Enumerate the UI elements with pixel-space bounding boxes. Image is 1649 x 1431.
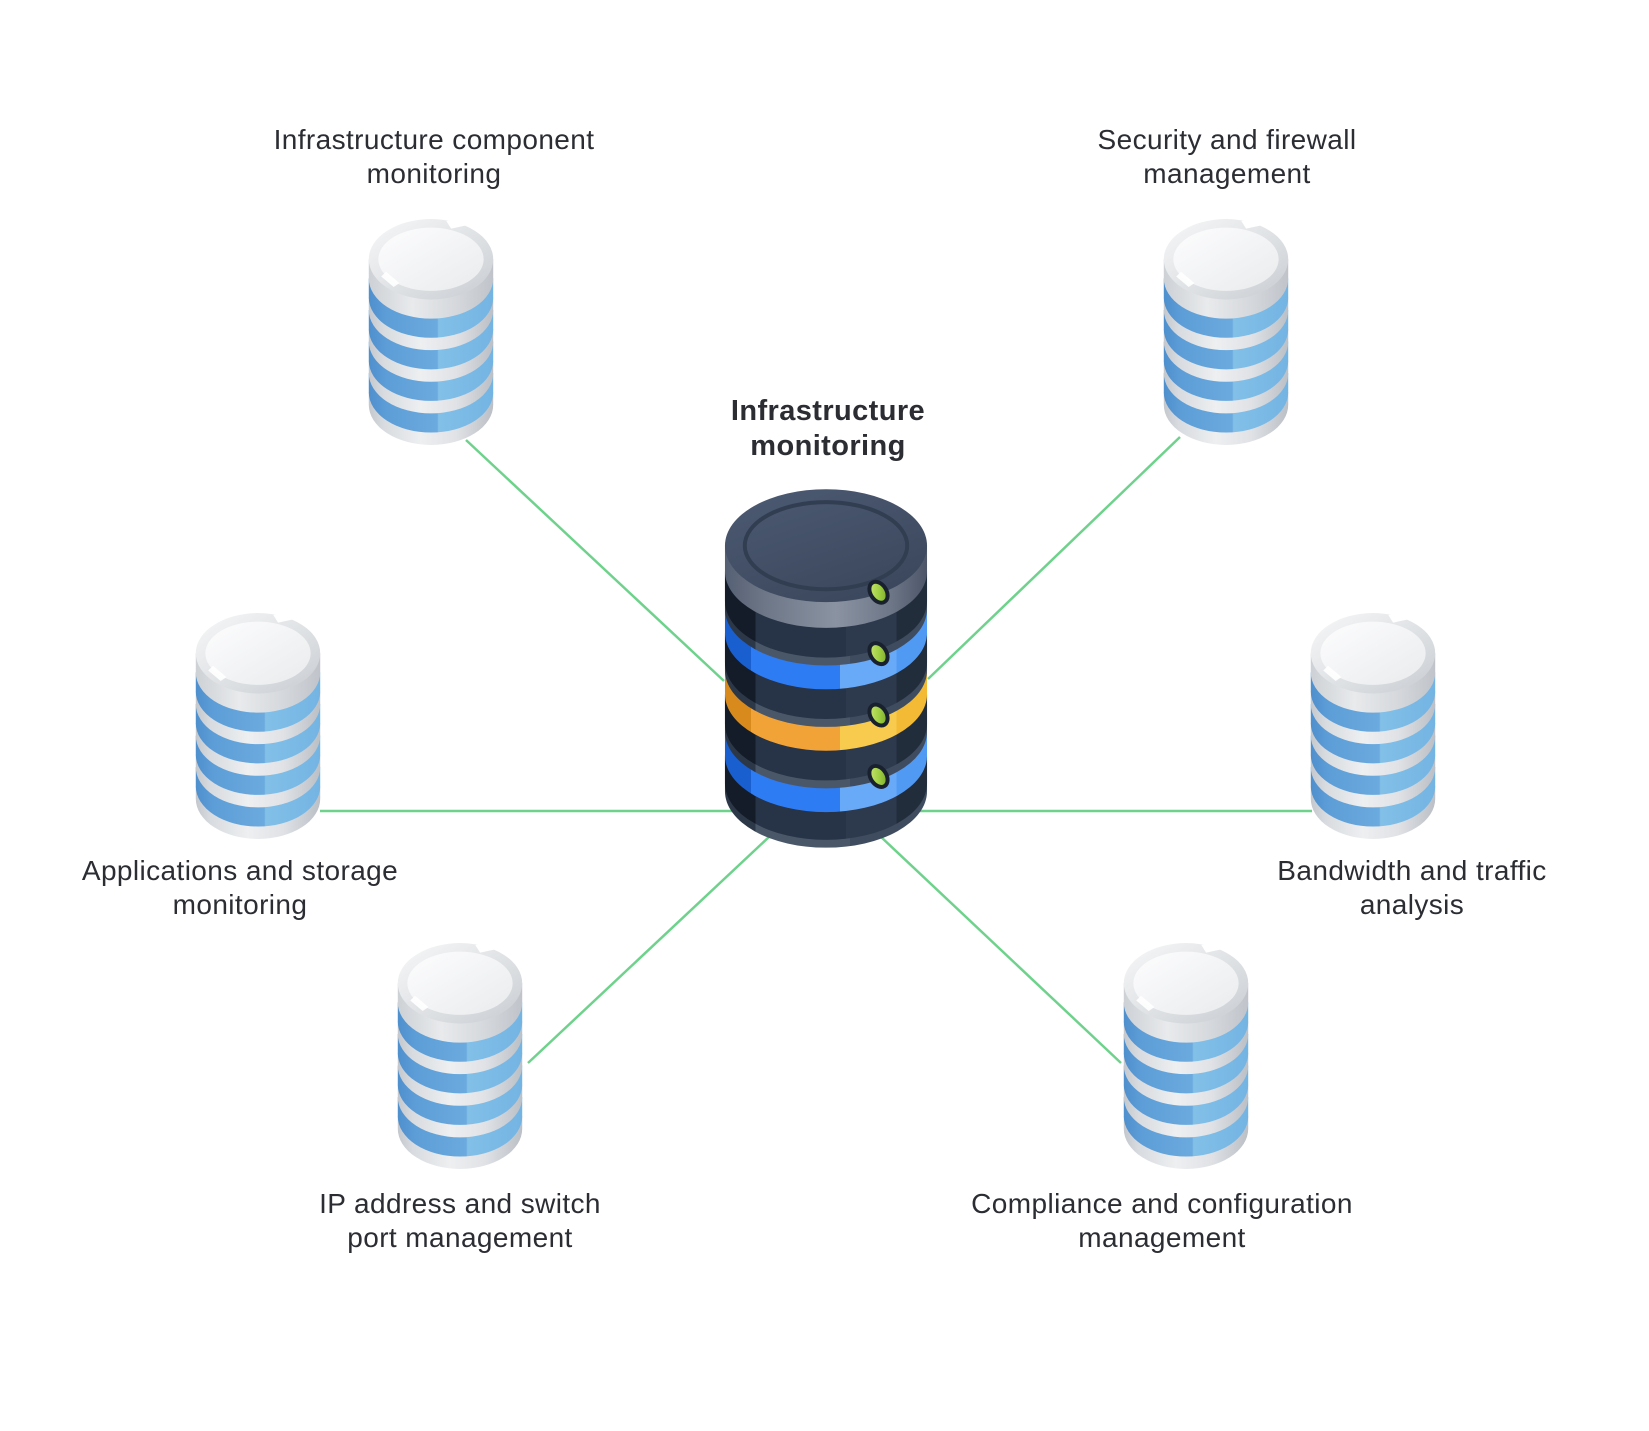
- label-line: analysis: [1359, 889, 1465, 920]
- database-stack-icon: [364, 217, 498, 447]
- database-stack-icon: [1306, 611, 1440, 841]
- database-stack-icon: [1119, 941, 1253, 1171]
- label-line: monitoring: [366, 158, 502, 189]
- database-stack-icon: [1159, 217, 1293, 447]
- label-line: Applications and storage: [81, 855, 399, 886]
- node-label-bandwidth-and-traffic-analysis: Bandwidth and traffic analysis: [1277, 854, 1546, 922]
- dark-server-database-stack-icon: [722, 486, 930, 848]
- label-line: management: [1078, 1222, 1246, 1253]
- node-label-ip-address-and-switch-port-management: IP address and switch port management: [319, 1187, 601, 1255]
- node-label-compliance-and-configuration-management: Compliance and configuration management: [971, 1187, 1353, 1255]
- label-line: monitoring: [750, 430, 906, 462]
- label-line: Infrastructure component: [273, 124, 595, 155]
- node-label-infrastructure-component-monitoring: Infrastructure component monitoring: [274, 123, 595, 191]
- node-label-applications-and-storage-monitoring: Applications and storage monitoring: [82, 854, 398, 922]
- label-line: port management: [347, 1222, 573, 1253]
- database-stack-icon: [393, 941, 527, 1171]
- connector-line: [927, 436, 1181, 680]
- label-line: Compliance and configuration: [971, 1188, 1353, 1219]
- label-line: monitoring: [172, 889, 308, 920]
- label-line: management: [1143, 158, 1311, 189]
- connector-line: [527, 835, 771, 1064]
- label-line: IP address and switch: [319, 1188, 601, 1219]
- label-line: Security and firewall: [1097, 124, 1357, 155]
- connector-line: [465, 439, 725, 682]
- node-label-security-and-firewall-management: Security and firewall management: [1098, 123, 1357, 191]
- label-line: Infrastructure: [730, 395, 926, 427]
- center-node-label-infrastructure-monitoring: Infrastructure monitoring: [731, 394, 925, 464]
- database-stack-icon: [191, 611, 325, 841]
- connector-line: [879, 835, 1122, 1064]
- label-line: Bandwidth and traffic: [1277, 855, 1547, 886]
